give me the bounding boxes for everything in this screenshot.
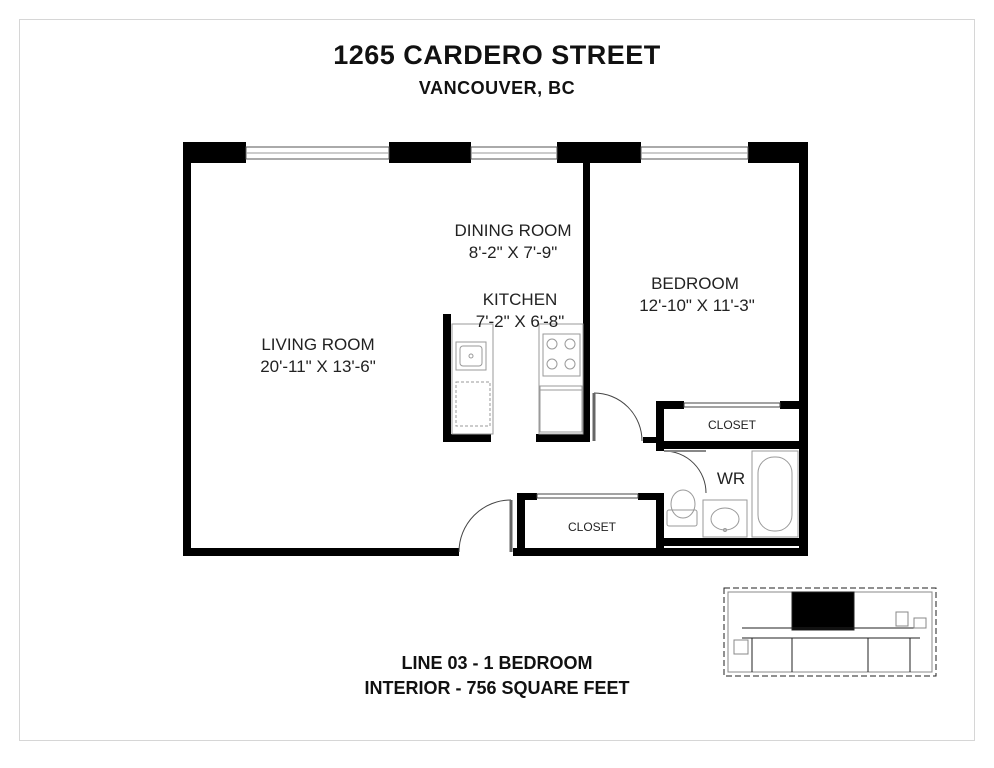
key-plan-unit-highlight <box>791 591 855 631</box>
unit-line-label: LINE 03 - 1 BEDROOM <box>401 653 593 673</box>
dishwasher-icon <box>455 381 491 427</box>
bathtub-icon <box>751 450 799 538</box>
fridge-icon <box>539 385 583 433</box>
wall-right <box>799 142 808 556</box>
wall-kitchen-bottom-right <box>536 434 590 442</box>
walls <box>183 142 808 556</box>
bedroom-size: 12'-10" X 11'-3" <box>639 296 755 315</box>
door-swing-icon <box>663 450 707 494</box>
wall-top-mid <box>389 142 471 163</box>
dining-room-size: 8'-2" X 7'-9" <box>469 243 558 262</box>
wall-hall-closet-left <box>517 493 525 553</box>
bedroom-closet-label: CLOSET <box>708 418 757 432</box>
closet-sliding-door <box>536 493 639 499</box>
wall-closet-top-left <box>656 401 684 409</box>
wall-closet-top-right <box>780 401 800 409</box>
unit-area-label: INTERIOR - 756 SQUARE FEET <box>364 678 630 698</box>
washroom-fixtures <box>666 450 799 538</box>
dining-room-name: DINING ROOM <box>454 221 571 240</box>
kitchen-size: 7'-2" X 6'-8" <box>476 312 565 331</box>
counter-left <box>451 323 494 435</box>
wall-hall-closet-top-right <box>638 493 664 500</box>
kitchen-name: KITCHEN <box>483 290 558 309</box>
building-city: VANCOUVER, BC <box>418 78 576 98</box>
wall-closet-left <box>656 401 664 451</box>
kitchen-fixtures <box>451 323 584 435</box>
stove-icon <box>542 333 581 377</box>
sink-icon <box>702 499 748 538</box>
key-plan-map <box>723 587 937 677</box>
wall-top-end <box>748 142 808 163</box>
building-address: 1265 CARDERO STREET <box>333 40 661 70</box>
counter-right <box>538 323 584 435</box>
wall-top-right <box>557 142 641 163</box>
page-border <box>19 19 975 741</box>
doors <box>458 392 781 553</box>
wall-kitchen-bottom-left <box>443 434 491 442</box>
wall-bedroom-partition <box>583 163 590 441</box>
closet-sliding-door <box>683 402 781 408</box>
room-labels: DINING ROOM 8'-2" X 7'-9" KITCHEN 7'-2" … <box>260 221 756 534</box>
washroom-label: WR <box>717 469 745 488</box>
wall-wr-top <box>656 441 800 449</box>
wall-hall-stub <box>643 437 664 443</box>
windows <box>245 146 749 160</box>
sink-icon <box>455 341 487 371</box>
wall-top-left <box>183 142 246 163</box>
door-swing-icon <box>592 392 643 442</box>
wall-hall-closet-top-left <box>517 493 537 500</box>
wall-bottom-left <box>183 548 459 556</box>
hall-closet-label: CLOSET <box>568 520 617 534</box>
toilet-icon <box>666 489 698 527</box>
wall-kitchen-left <box>443 314 451 442</box>
wall-wr-bottom <box>656 538 808 546</box>
wall-left <box>183 142 191 556</box>
door-swing-icon <box>458 499 513 553</box>
living-room-name: LIVING ROOM <box>261 335 374 354</box>
bedroom-name: BEDROOM <box>651 274 739 293</box>
wall-wr-left <box>656 493 664 553</box>
living-room-size: 20'-11" X 13'-6" <box>260 357 376 376</box>
